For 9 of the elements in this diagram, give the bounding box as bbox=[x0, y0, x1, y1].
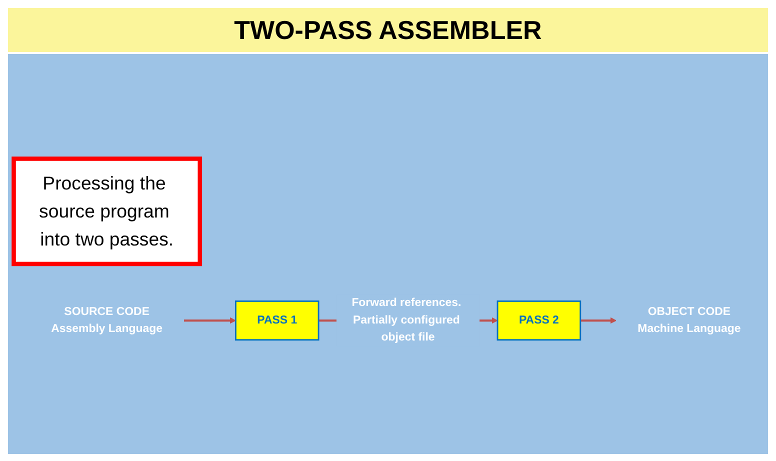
arrow bbox=[580, 318, 616, 324]
node-text: OBJECT CODE Machine Language bbox=[638, 306, 741, 336]
arrow bbox=[184, 318, 236, 324]
title-banner: TWO-PASS ASSEMBLER bbox=[8, 8, 768, 52]
node-box: PASS 2 bbox=[496, 300, 582, 341]
node-text: SOURCE CODE Assembly Language bbox=[51, 306, 163, 336]
node-box: PASS 1 bbox=[234, 300, 320, 341]
node-box: Processing the source program into two passes. bbox=[12, 156, 202, 267]
edge-label: Forward references. Partially configured object file bbox=[352, 297, 462, 344]
